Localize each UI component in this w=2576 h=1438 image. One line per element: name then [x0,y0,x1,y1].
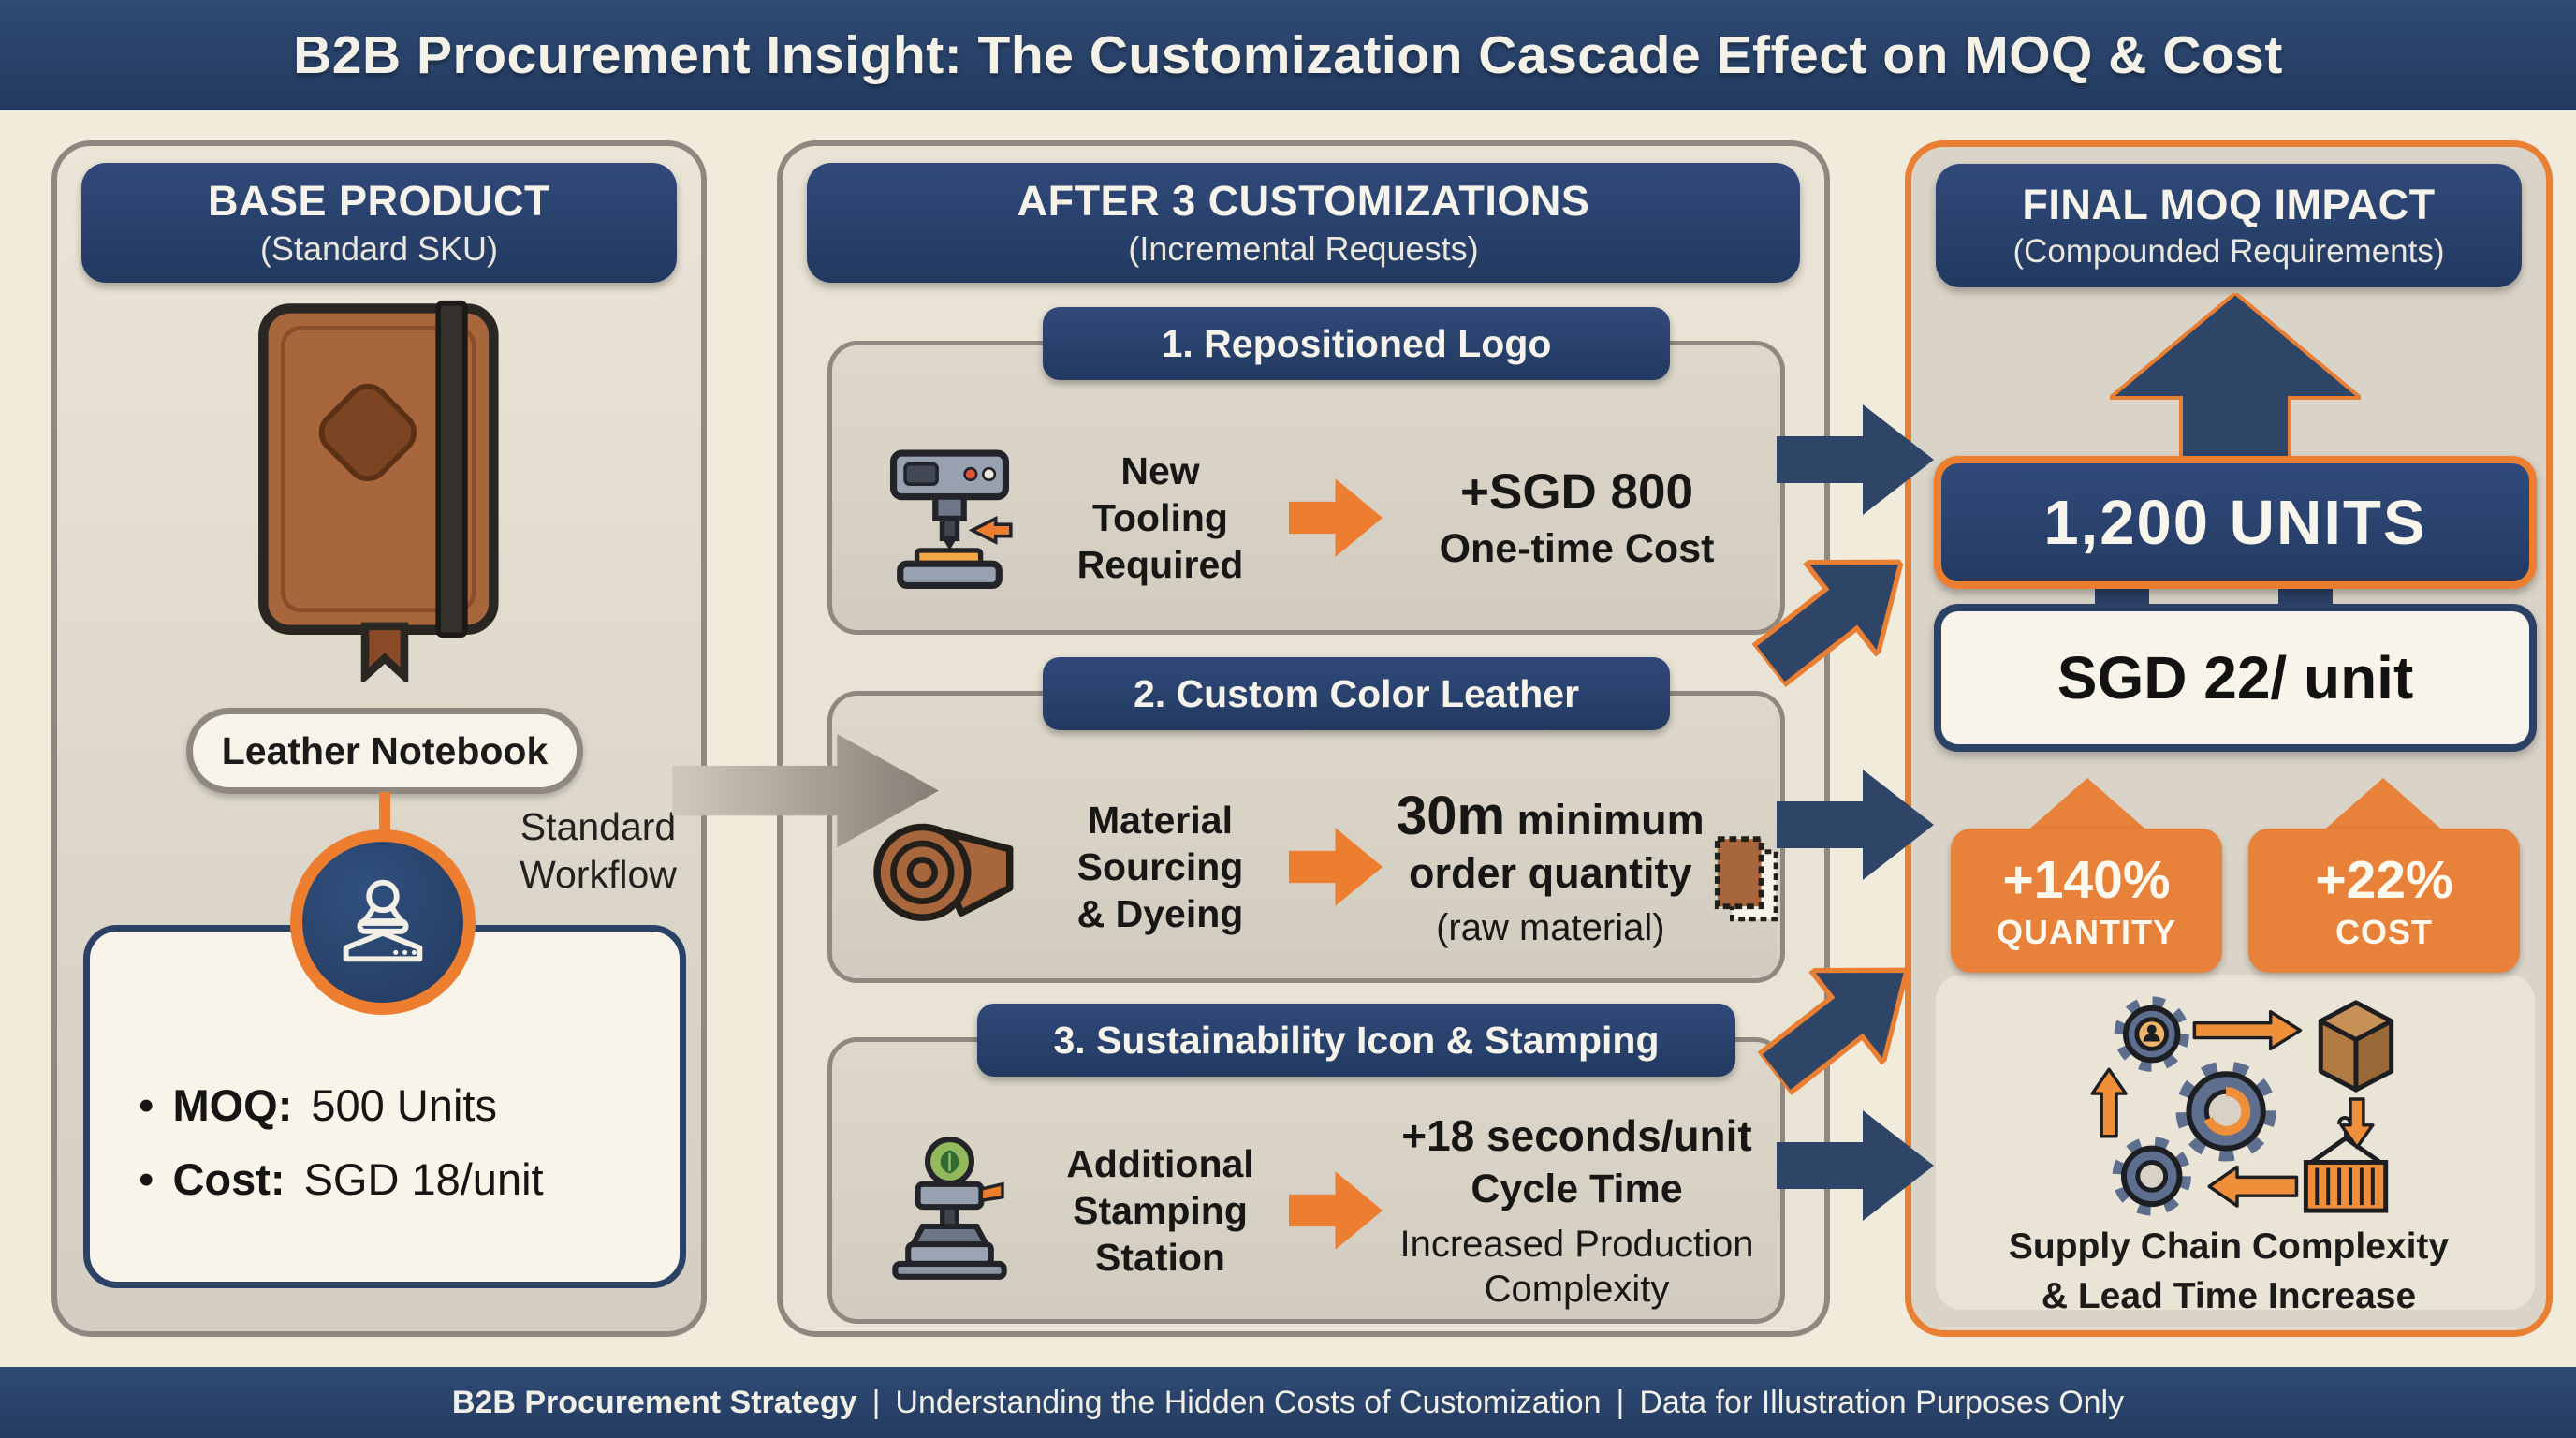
final-impact-panel: FINAL MOQ IMPACT (Compounded Requirement… [1905,140,2553,1337]
leather-notebook-icon [244,298,525,686]
card-2-cause: Material Sourcing & Dyeing [1076,799,1244,935]
card-3-effect: +18 seconds/unit Cycle Time Increased Pr… [1399,1110,1754,1310]
quantity-increase-badge: +140% QUANTITY [1951,829,2222,973]
customization-card-3: Additional Stamping Station +18 seconds/… [827,1037,1785,1324]
base-product-header: BASE PRODUCT (Standard SKU) [81,163,677,283]
cost-label: Cost: [172,1154,285,1204]
footer-text-end: Data for Illustration Purposes Only [1639,1384,2125,1420]
card-3-cause: Additional Stamping Station [1066,1142,1254,1279]
base-product-subtitle: (Standard SKU) [259,229,499,268]
page-title: B2B Procurement Insight: The Customizati… [293,25,2283,85]
cost-value: SGD 18/unit [303,1154,544,1204]
cascade-arrow-icon [1733,515,1940,715]
standard-workflow-label: Standard Workflow [520,805,677,896]
customizations-subtitle: (Incremental Requests) [1128,229,1479,268]
final-impact-subtitle: (Compounded Requirements) [2012,233,2445,270]
final-impact-header: FINAL MOQ IMPACT (Compounded Requirement… [1936,164,2522,287]
footer-bar: B2B Procurement Strategy | Understanding… [0,1367,2576,1438]
footer-separator: | [1616,1384,1625,1420]
workflow-arrow-icon [672,726,939,861]
customization-card-1: New Tooling Required +SGD 800 One-time C… [827,341,1785,635]
cascade-arrow-icon [1777,1110,1934,1225]
footer-text-mid: Understanding the Hidden Costs of Custom… [895,1384,1602,1420]
card-2-title: 2. Custom Color Leather [1043,657,1670,730]
arrow-right-icon [1289,828,1383,906]
final-units-value: 1,200 UNITS [1934,456,2537,589]
card-1-cause: New Tooling Required [1076,449,1244,586]
up-arrow-icon [2104,290,2366,471]
customizations-title: AFTER 3 CUSTOMIZATIONS [1017,177,1590,225]
customizations-header: AFTER 3 CUSTOMIZATIONS (Incremental Requ… [807,163,1800,283]
leather-roll-icon [868,797,1032,937]
card-2-effect: 30m minimum order quantity (raw material… [1397,785,1778,950]
cascade-arrow-icon [1738,923,1946,1123]
arrow-right-icon [1289,478,1383,557]
up-arrow-icon [2321,778,2445,837]
supply-chain-icon [2076,986,2394,1223]
eco-stamping-machine-icon [868,1129,1032,1293]
bullet: • [139,1080,154,1130]
moq-label: MOQ: [172,1080,293,1130]
card-3-title: 3. Sustainability Icon & Stamping [977,1004,1735,1077]
customization-card-2: Material Sourcing & Dyeing 30m minimum o… [827,691,1785,983]
complexity-note: Supply Chain Complexity & Lead Time Incr… [2008,1226,2450,1316]
final-cost-value: SGD 22/ unit [1934,604,2537,752]
product-label: Leather Notebook [186,708,583,794]
cascade-arrow-icon [1777,770,1934,885]
bullet: • [139,1154,154,1204]
customizations-panel: AFTER 3 CUSTOMIZATIONS (Incremental Requ… [777,140,1830,1337]
base-product-panel: BASE PRODUCT (Standard SKU) Leather Note… [51,140,707,1337]
card-1-title: 1. Repositioned Logo [1043,307,1670,380]
arrow-right-icon [1289,1171,1383,1250]
base-product-title: BASE PRODUCT [207,177,551,225]
stamp-icon [290,829,476,1015]
card-1-effect: +SGD 800 One-time Cost [1439,464,1715,571]
cost-row: • Cost: SGD 18/unit [139,1153,651,1205]
connector-line [379,792,390,841]
cascade-arrow-icon [1777,404,1934,520]
final-impact-title: FINAL MOQ IMPACT [2022,181,2436,228]
up-arrow-icon [2026,778,2149,837]
title-banner: B2B Procurement Insight: The Customizati… [0,0,2576,110]
footer-separator: | [871,1384,881,1420]
moq-row: • MOQ: 500 Units [139,1079,651,1131]
fabric-swatch-icon [1712,833,1781,930]
footer-strategy: B2B Procurement Strategy [451,1384,857,1420]
moq-value: 500 Units [311,1080,497,1130]
cost-increase-badge: +22% COST [2248,829,2520,973]
tooling-machine-icon [868,438,1032,597]
